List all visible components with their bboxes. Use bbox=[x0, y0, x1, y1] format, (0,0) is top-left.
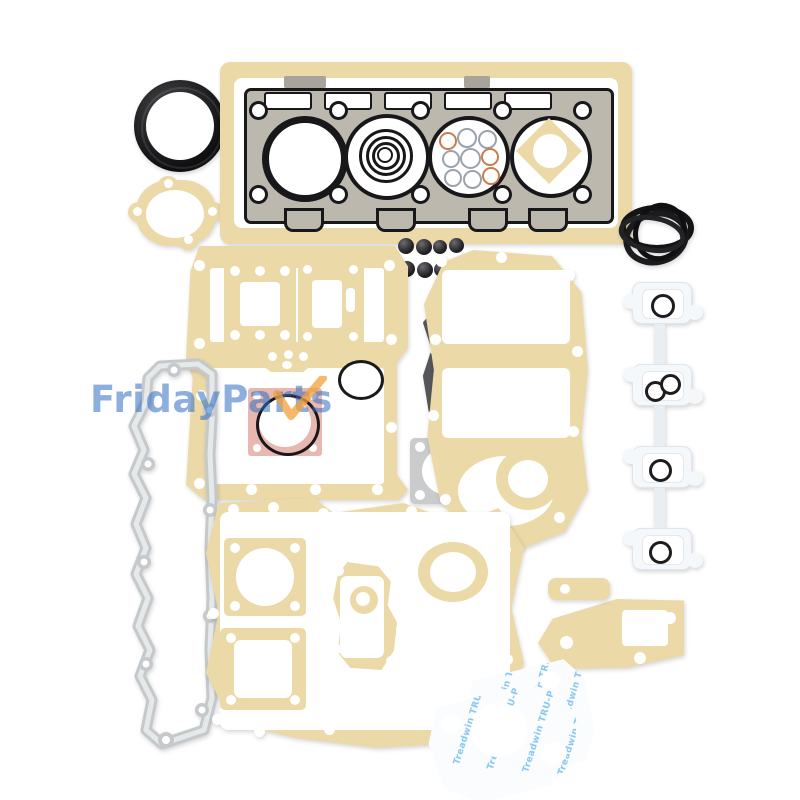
part-crank-seal bbox=[134, 80, 226, 172]
part-small-bracket-gasket bbox=[538, 596, 684, 672]
part-crankcase-rear-gasket bbox=[424, 250, 588, 550]
part-intake-manifold-strip bbox=[618, 282, 703, 570]
part-crankcase-gasket bbox=[206, 498, 524, 748]
part-o-ring-bundle bbox=[612, 198, 702, 272]
part-round-flange-gasket bbox=[128, 176, 224, 250]
part-timing-cover-gasket bbox=[186, 246, 408, 500]
part-head-gasket bbox=[220, 62, 632, 244]
part-small-bracket-gasket-tab bbox=[548, 578, 610, 600]
